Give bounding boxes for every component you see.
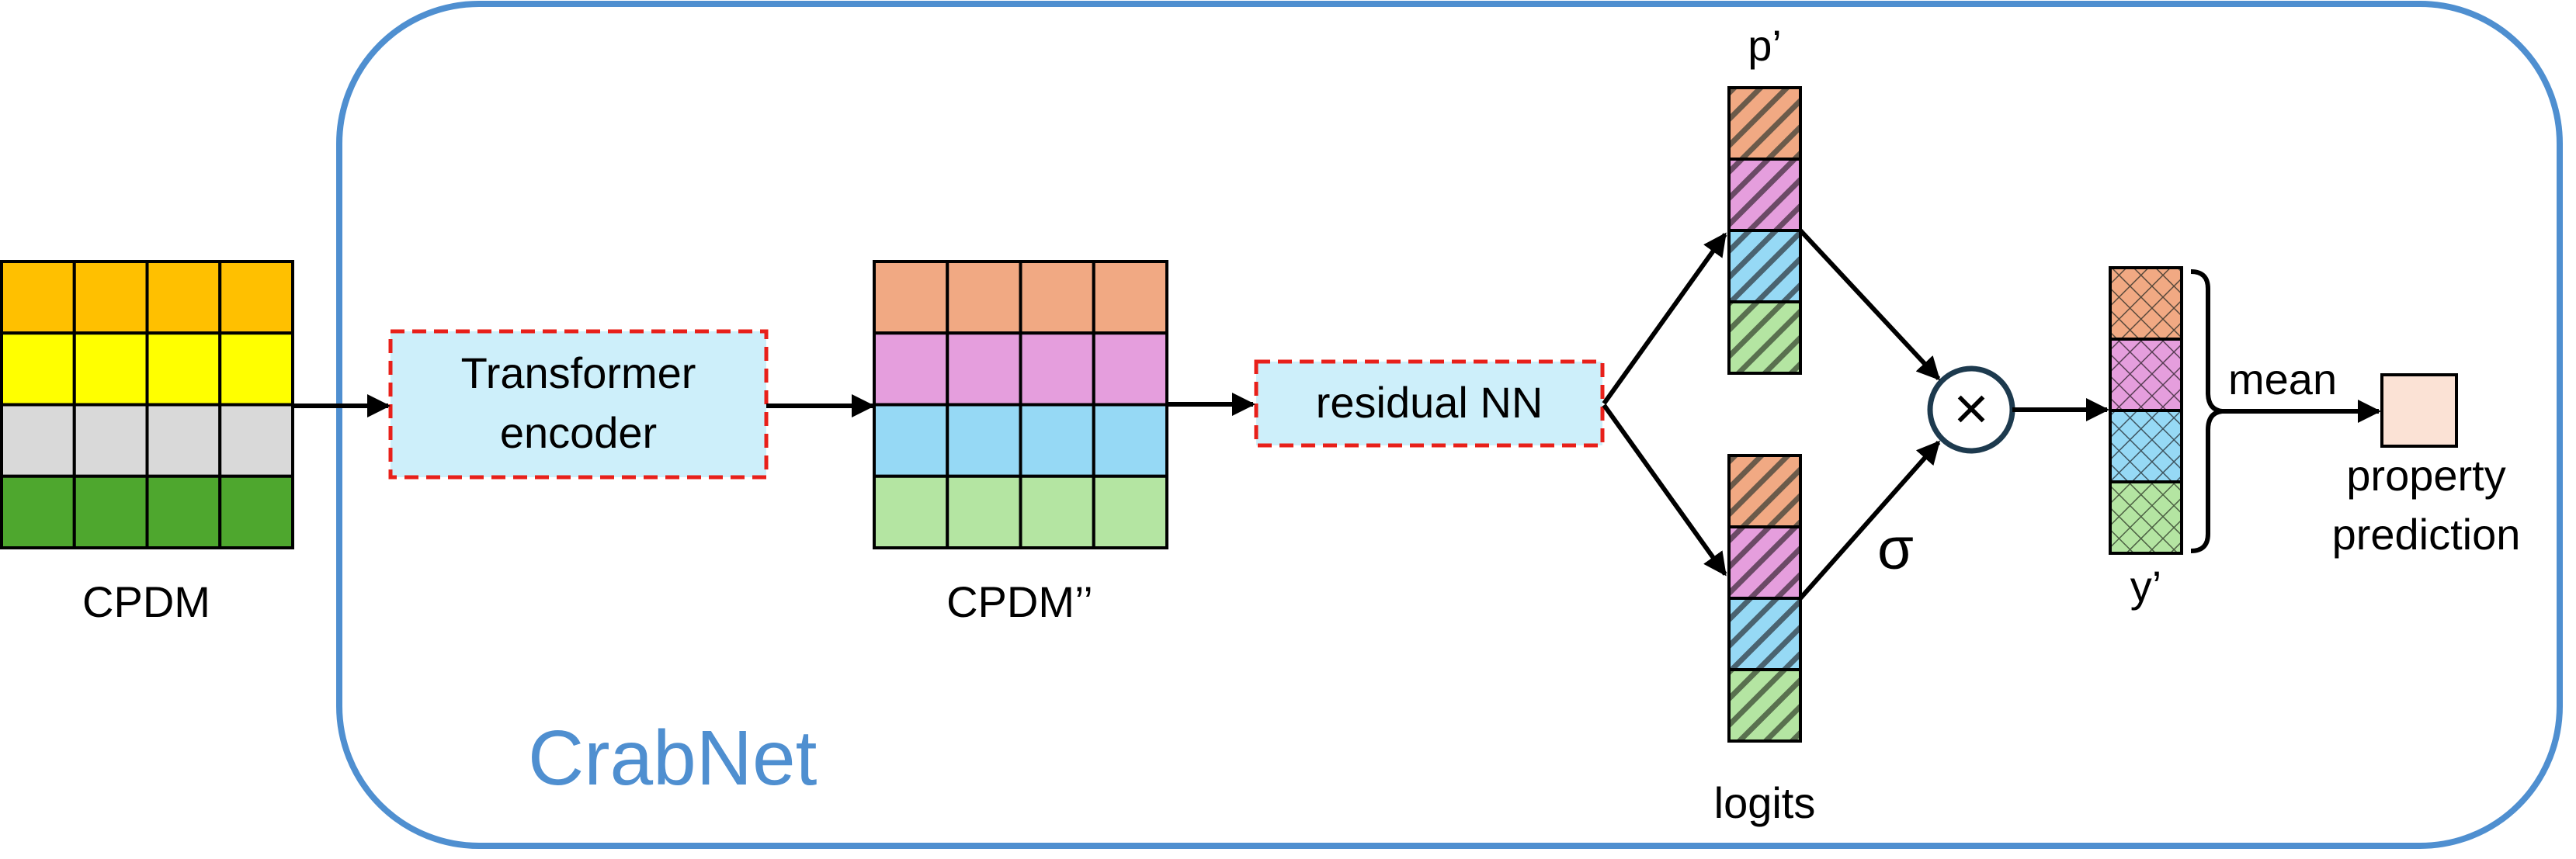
cpdm2-cell-r3-c2 xyxy=(946,403,1022,478)
y-prime-label: y’ xyxy=(2130,562,2162,611)
cpdm-cell-r4-c2 xyxy=(72,474,149,549)
transformer-label-line1: Transformer xyxy=(460,348,696,397)
property-label-line2: prediction xyxy=(2331,510,2521,559)
cpdm-cell-r1-c2 xyxy=(72,260,149,335)
transformer-label-line2: encoder xyxy=(499,408,658,457)
cpdm2-matrix xyxy=(873,260,1168,549)
cpdm-cell-r3-c2 xyxy=(72,403,149,478)
cpdm-cell-r4-c1 xyxy=(0,474,76,549)
logits-label: logits xyxy=(1713,778,1816,827)
arrow-logits-to-multiply xyxy=(1798,440,1941,600)
logits-vector xyxy=(1727,454,1802,743)
cpdm-cell-r3-c4 xyxy=(218,403,294,478)
cpdm2-cell-r2-c1 xyxy=(873,331,950,407)
arrow-residual-to-logits xyxy=(1602,404,1727,577)
cpdm2-label: CPDM’’ xyxy=(946,577,1093,626)
cpdm2-cell-r3-c4 xyxy=(1092,403,1168,478)
cpdm-cell-r1-c3 xyxy=(145,260,222,335)
residual-nn-box xyxy=(1254,359,1605,448)
cpdm2-cell-r1-c1 xyxy=(873,260,950,335)
cpdm-matrix xyxy=(0,260,294,549)
cpdm2-cell-r4-c4 xyxy=(1092,474,1168,549)
cpdm2-cell-r1-c4 xyxy=(1092,260,1168,335)
transformer-encoder-box xyxy=(388,329,769,480)
p-prime-label: p’ xyxy=(1748,21,1782,70)
cpdm2-cell-r4-c2 xyxy=(946,474,1022,549)
cpdm2-cell-r2-c3 xyxy=(1019,331,1095,407)
cpdm-cell-r2-c1 xyxy=(0,331,76,407)
cpdm2-cell-r4-c3 xyxy=(1019,474,1095,549)
cpdm-cell-r3-c3 xyxy=(145,403,222,478)
cpdm2-cell-r1-c2 xyxy=(946,260,1022,335)
mean-bracket xyxy=(2190,269,2223,553)
residual-nn-label: residual NN xyxy=(1315,378,1543,427)
cpdm-cell-r2-c2 xyxy=(72,331,149,407)
cpdm-cell-r4-c3 xyxy=(145,474,222,549)
crabnet-title: CrabNet xyxy=(528,715,818,802)
cpdm-cell-r4-c4 xyxy=(218,474,294,549)
cpdm2-cell-r1-c3 xyxy=(1019,260,1095,335)
cpdm-cell-r2-c3 xyxy=(145,331,222,407)
cpdm-cell-r1-c1 xyxy=(0,260,76,335)
cpdm2-cell-r3-c1 xyxy=(873,403,950,478)
cpdm2-cell-r4-c1 xyxy=(873,474,950,549)
cpdm-cell-r2-c4 xyxy=(218,331,294,407)
mean-label: mean xyxy=(2228,355,2338,404)
cpdm-label: CPDM xyxy=(82,577,210,626)
cpdm-cell-r1-c4 xyxy=(218,260,294,335)
flow-arrows xyxy=(293,228,2381,600)
multiply-symbol: × xyxy=(1953,374,1989,442)
sigma-label: σ xyxy=(1877,516,1914,582)
arrow-residual-to-pprime xyxy=(1602,232,1727,405)
p-prime-vector xyxy=(1727,86,1802,375)
property-label-line1: property xyxy=(2346,451,2506,500)
y-prime-vector xyxy=(2109,266,2183,555)
property-prediction-box xyxy=(2380,373,2458,448)
cpdm2-cell-r3-c3 xyxy=(1019,403,1095,478)
arrow-pprime-to-multiply xyxy=(1798,228,1941,381)
cpdm2-cell-r2-c4 xyxy=(1092,331,1168,407)
crabnet-frame xyxy=(336,1,2563,849)
cpdm-cell-r3-c1 xyxy=(0,403,76,478)
cpdm2-cell-r2-c2 xyxy=(946,331,1022,407)
